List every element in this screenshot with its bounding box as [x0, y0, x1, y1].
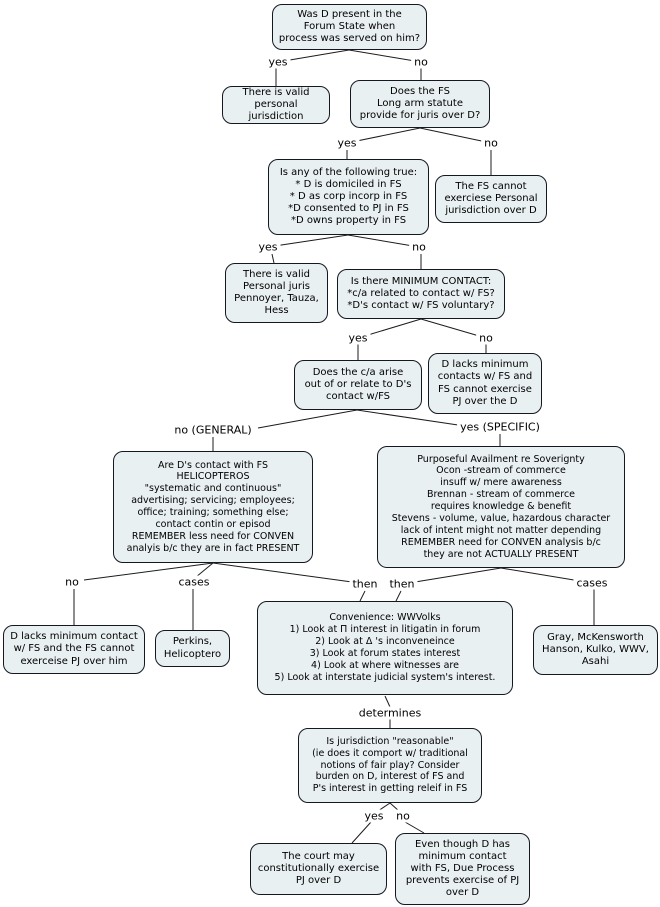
node-fs-cannot-exercise: The FS cannot exerciese Personal jurisdi… — [435, 175, 547, 223]
node-text: Perkins, Helicoptero — [163, 636, 222, 660]
node-text: Are D's contact with FS HELICOPTEROS "sy… — [126, 459, 300, 554]
node-text: Does the c/a arise out of or relate to D… — [304, 366, 412, 403]
node-text: There is valid personal jurisdiction — [242, 86, 310, 123]
edge-label-no-reasonable: no — [393, 809, 413, 823]
node-is-any-true: Is any of the following true: * D is dom… — [268, 159, 429, 235]
edge-label-cases-specific: cases — [573, 576, 611, 590]
node-convenience-factors: Convenience: WWVolks 1) Look at Π intere… — [257, 601, 513, 695]
node-text: There is valid Personal juris Pennoyer, … — [234, 268, 319, 317]
edge-label-no-any-true: no — [409, 240, 429, 254]
edge-label-yes-min-contact: yes — [345, 331, 371, 345]
node-ca-arise: Does the c/a arise out of or relate to D… — [294, 360, 422, 410]
node-text: Is jurisdiction "reasonable" (ie does it… — [312, 735, 468, 795]
node-d-lacks-min-contacts: D lacks minimum contacts w/ FS and FS ca… — [428, 353, 542, 414]
node-minimum-contact: Is there MINIMUM CONTACT: *c/a related t… — [337, 269, 505, 319]
edge-label-yes-present: yes — [265, 55, 291, 69]
node-text: Purposeful Availment re Soverignty Ocon … — [391, 453, 611, 560]
edge-label-no-present: no — [411, 55, 431, 69]
edge-label-no-longarm: no — [481, 136, 501, 150]
node-was-d-present: Was D present in the Forum State when pr… — [272, 4, 427, 50]
node-text: Is any of the following true: * D is dom… — [279, 166, 418, 227]
node-text: The FS cannot exerciese Personal jurisdi… — [444, 180, 538, 217]
edge-label-no-general: no (GENERAL) — [171, 423, 255, 437]
node-court-may-exercise: The court may constitutionally exercise … — [250, 843, 387, 895]
edge-label-then-general: then — [349, 577, 381, 591]
node-text: Is there MINIMUM CONTACT: *c/a related t… — [347, 275, 495, 312]
node-text: Convenience: WWVolks 1) Look at Π intere… — [274, 612, 496, 683]
node-text: Even though D has minimum contact with F… — [405, 838, 520, 899]
node-text: The court may constitutionally exercise … — [257, 850, 380, 887]
edge-label-yes-specific: yes (SPECIFIC) — [457, 420, 543, 434]
edge-label-determines: determines — [355, 706, 425, 720]
edge-label-no-contacts: no — [62, 575, 82, 589]
node-d-lacks-no-pj: D lacks minimum contact w/ FS and the FS… — [3, 625, 145, 674]
node-perkins-cases: Perkins, Helicoptero — [155, 630, 230, 667]
edge-label-cases-general: cases — [175, 575, 213, 589]
node-text: Was D present in the Forum State when pr… — [278, 8, 421, 45]
node-text: Does the FS Long arm statute provide for… — [359, 85, 481, 122]
node-text: D lacks minimum contact w/ FS and the FS… — [10, 631, 138, 667]
node-specific-cases: Gray, McKensworth Hanson, Kulko, WWV, As… — [533, 625, 658, 675]
node-reasonableness: Is jurisdiction "reasonable" (ie does it… — [298, 728, 482, 803]
node-due-process-prevents: Even though D has minimum contact with F… — [395, 833, 530, 905]
node-purposeful-availment: Purposeful Availment re Soverignty Ocon … — [377, 446, 625, 568]
node-text: Gray, McKensworth Hanson, Kulko, WWV, As… — [542, 631, 649, 668]
edge-label-yes-longarm: yes — [334, 136, 360, 150]
edge-label-yes-reasonable: yes — [361, 809, 387, 823]
node-long-arm-statute: Does the FS Long arm statute provide for… — [350, 80, 490, 128]
node-text: D lacks minimum contacts w/ FS and FS ca… — [437, 359, 533, 407]
edge-label-then-specific: then — [386, 577, 418, 591]
edge-label-yes-any-true: yes — [255, 240, 281, 254]
node-general-contacts: Are D's contact with FS HELICOPTEROS "sy… — [113, 451, 313, 563]
edge-label-no-min-contact: no — [476, 331, 496, 345]
node-valid-pj-pennoyer: There is valid Personal juris Pennoyer, … — [225, 263, 328, 323]
node-valid-personal-jurisdiction: There is valid personal jurisdiction — [222, 86, 330, 124]
